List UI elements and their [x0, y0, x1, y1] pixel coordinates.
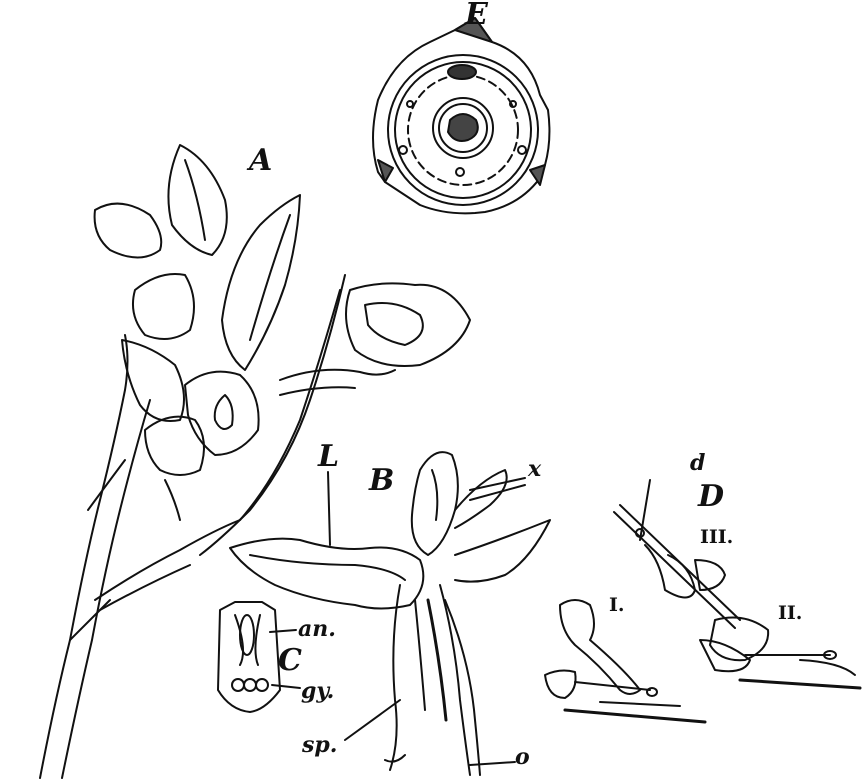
- label-l: L: [318, 442, 339, 472]
- label-c: C: [278, 646, 302, 676]
- label-b: B: [369, 466, 394, 496]
- label-gy: gy.: [301, 680, 334, 702]
- flower-detail-b: [230, 452, 550, 775]
- label-iii: III.: [700, 528, 733, 547]
- label-x: x: [528, 458, 541, 480]
- label-o: o: [515, 746, 530, 768]
- label-an: an.: [298, 618, 336, 640]
- label-sp: sp.: [302, 734, 337, 756]
- label-d: D: [698, 482, 724, 512]
- label-d-small: d: [690, 452, 705, 474]
- label-i: I.: [609, 596, 625, 615]
- label-e: E: [465, 0, 488, 30]
- label-a: A: [249, 146, 272, 176]
- floral-diagram-e: [373, 18, 549, 213]
- label-ii: II.: [778, 604, 802, 623]
- pollinia-detail-d: [545, 480, 860, 722]
